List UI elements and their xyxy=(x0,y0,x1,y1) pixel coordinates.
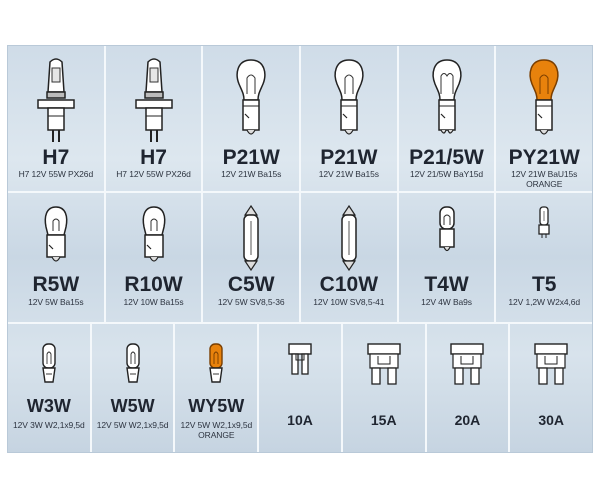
bulb-spec: 12V 21W Ba15s xyxy=(318,169,379,179)
mini-fuse-icon xyxy=(288,343,312,375)
bulb-cell-h7: H7 H7 12V 55W PX26d xyxy=(8,46,104,191)
bulb-name: C10W xyxy=(319,273,379,296)
bulb-cell-t4w: T4W 12V 4W Ba9s xyxy=(396,193,495,322)
bulb-color-note: ORANGE xyxy=(198,430,235,440)
bulb-assortment-panel: H7 H7 12V 55W PX26d H7 H7 12V 55W PX26d xyxy=(8,46,592,452)
r10w-bulb-icon xyxy=(142,206,165,262)
bulb-spec: 12V 10W Ba15s xyxy=(123,297,184,307)
w5w-wedge-bulb-icon xyxy=(125,343,140,383)
blade-fuse-icon xyxy=(450,343,485,385)
fuse-cell-15a: 15A xyxy=(340,324,425,452)
bulb-color-note: ORANGE xyxy=(526,179,563,189)
bulb-spec: H7 12V 55W PX26d xyxy=(18,169,94,179)
bulb-cell-w5w: W5W 12V 5W W2,1x9,5d xyxy=(89,324,174,452)
bulb-cell-p21-5w: P21/5W 12V 21/5W BaY15d xyxy=(396,46,495,191)
bulb-spec: 12V 5W W2,1x9,5d xyxy=(180,420,253,430)
h7-halogen-bulb-icon xyxy=(134,58,173,142)
fuse-rating: 10A xyxy=(287,412,313,428)
bulb-spec: 12V 1,2W W2x4,6d xyxy=(508,297,581,307)
blade-fuse-icon xyxy=(367,343,401,385)
bulb-spec: 12V 21W BaU15s xyxy=(511,169,578,179)
bulb-name: H7 xyxy=(42,146,70,169)
c10w-festoon-bulb-icon xyxy=(341,205,357,271)
row-divider xyxy=(8,322,592,324)
bulb-spec: 12V 5W Ba15s xyxy=(28,297,84,307)
bulb-row-3: W3W 12V 3W W2,1x9,5d W5W 12V 5W W2,1x9,5… xyxy=(8,324,592,452)
bulb-spec: 12V 3W W2,1x9,5d xyxy=(13,420,85,430)
bulb-name: P21W xyxy=(222,146,280,169)
fuse-cell-30a: 30A xyxy=(508,324,592,452)
bulb-cell-p21w: P21W 12V 21W Ba15s xyxy=(299,46,397,191)
bulb-cell-h7: H7 H7 12V 55W PX26d xyxy=(103,46,202,191)
bulb-name: R10W xyxy=(124,273,183,296)
bulb-row-2: R5W 12V 5W Ba15s R10W 12V 10W Ba15s C5W … xyxy=(8,193,592,322)
t4w-bulb-icon xyxy=(438,206,455,252)
w3w-wedge-bulb-icon xyxy=(42,343,56,383)
bulb-spec: 12V 21W Ba15s xyxy=(221,169,282,179)
bulb-cell-py21w: PY21W 12V 21W BaU15s ORANGE xyxy=(494,46,592,191)
bulb-name: C5W xyxy=(227,273,275,296)
p21w-bulb-icon xyxy=(236,59,266,135)
bulb-cell-w3w: W3W 12V 3W W2,1x9,5d xyxy=(8,324,90,452)
bulb-name: W3W xyxy=(26,396,71,416)
bulb-name: PY21W xyxy=(508,146,580,169)
fuse-rating: 30A xyxy=(538,412,565,428)
blade-fuse-icon xyxy=(534,343,568,385)
bulb-cell-p21w: P21W 12V 21W Ba15s xyxy=(201,46,299,191)
bulb-name: P21/5W xyxy=(409,146,484,169)
bulb-spec: 12V 21/5W BaY15d xyxy=(409,169,484,179)
r5w-bulb-icon xyxy=(44,206,68,262)
bulb-cell-r10w: R10W 12V 10W Ba15s xyxy=(103,193,202,322)
fuse-cell-20a: 20A xyxy=(424,324,509,452)
bulb-spec: H7 12V 55W PX26d xyxy=(116,169,191,179)
bulb-row-1: H7 H7 12V 55W PX26d H7 H7 12V 55W PX26d xyxy=(8,46,592,191)
t5-bulb-icon xyxy=(538,206,550,238)
bulb-spec: 12V 5W W2,1x9,5d xyxy=(96,420,169,430)
bulb-cell-t5: T5 12V 1,2W W2x4,6d xyxy=(494,193,592,322)
bulb-name: H7 xyxy=(140,146,167,169)
bulb-name: P21W xyxy=(320,146,378,169)
h7-halogen-bulb-icon xyxy=(37,58,75,142)
bulb-cell-c5w: C5W 12V 5W SV8,5-36 xyxy=(201,193,299,322)
py21w-orange-bulb-icon xyxy=(529,59,559,135)
bulb-cell-wy5w: WY5W 12V 5W W2,1x9,5d ORANGE xyxy=(173,324,257,452)
bulb-cell-c10w: C10W 12V 10W SV8,5-41 xyxy=(299,193,397,322)
bulb-spec: 12V 5W SV8,5-36 xyxy=(217,297,285,307)
bulb-spec: 12V 10W SV8,5-41 xyxy=(313,297,385,307)
fuse-cell-10a: 10A xyxy=(257,324,341,452)
row-divider xyxy=(8,191,592,193)
bulb-name: T5 xyxy=(531,273,557,296)
bulb-name: W5W xyxy=(110,396,155,416)
bulb-cell-r5w: R5W 12V 5W Ba15s xyxy=(8,193,104,322)
bulb-name: T4W xyxy=(424,273,469,296)
bulb-spec: 12V 4W Ba9s xyxy=(421,297,472,307)
wy5w-orange-wedge-bulb-icon xyxy=(209,343,224,383)
bulb-name: R5W xyxy=(32,273,80,296)
fuse-rating: 20A xyxy=(454,412,481,428)
p21-5w-bulb-icon xyxy=(431,59,462,134)
bulb-name: WY5W xyxy=(188,396,245,416)
p21w-bulb-icon xyxy=(334,59,364,135)
fuse-rating: 15A xyxy=(370,412,397,428)
c5w-festoon-bulb-icon xyxy=(243,205,259,271)
